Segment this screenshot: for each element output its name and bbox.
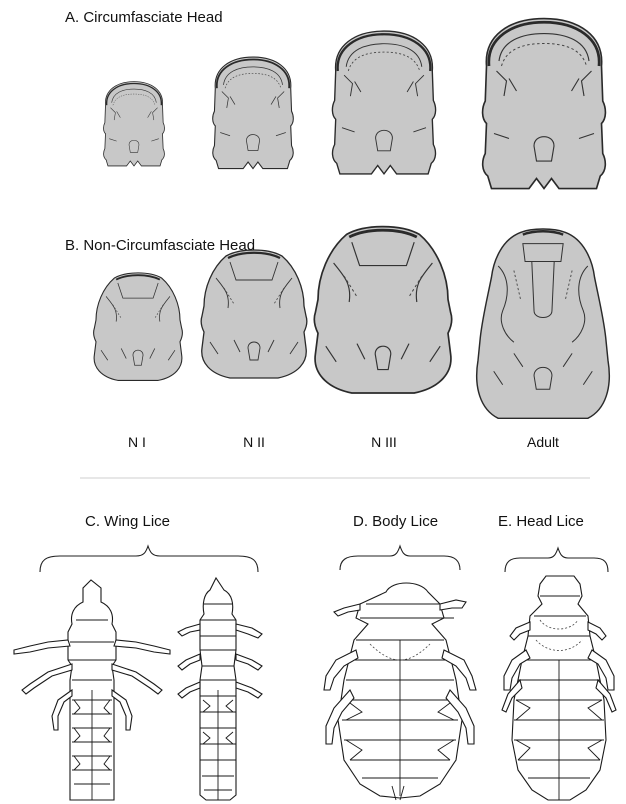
stage-label-n1: N I (128, 434, 146, 450)
section-d-label: D. Body Lice (353, 513, 438, 530)
wing-louse-2 (178, 578, 262, 800)
non-circumfasciate-head-n2 (201, 250, 307, 378)
circumfasciate-head-n1 (104, 82, 165, 166)
brace-wing-lice (40, 546, 258, 572)
section-a-label: A. Circumfasciate Head (65, 9, 223, 26)
head-louse (502, 576, 616, 800)
wing-louse-1 (14, 580, 170, 800)
section-c-label: C. Wing Lice (85, 513, 170, 530)
stage-label-n2: N II (243, 434, 265, 450)
stage-label-adult: Adult (527, 434, 559, 450)
body-louse (324, 583, 476, 800)
non-circumfasciate-head-adult (477, 229, 610, 418)
circumfasciate-head-n3 (332, 31, 435, 174)
brace-head-lice (505, 548, 608, 572)
brace-body-lice (340, 546, 460, 570)
section-e-label: E. Head Lice (498, 513, 584, 530)
non-circumfasciate-head-n1 (94, 273, 183, 381)
circumfasciate-head-adult (483, 19, 606, 189)
circumfasciate-head-n2 (213, 57, 294, 169)
stage-label-n3: N III (371, 434, 397, 450)
non-circumfasciate-head-n3 (314, 227, 451, 393)
section-b-label: B. Non-Circumfasciate Head (65, 237, 255, 254)
